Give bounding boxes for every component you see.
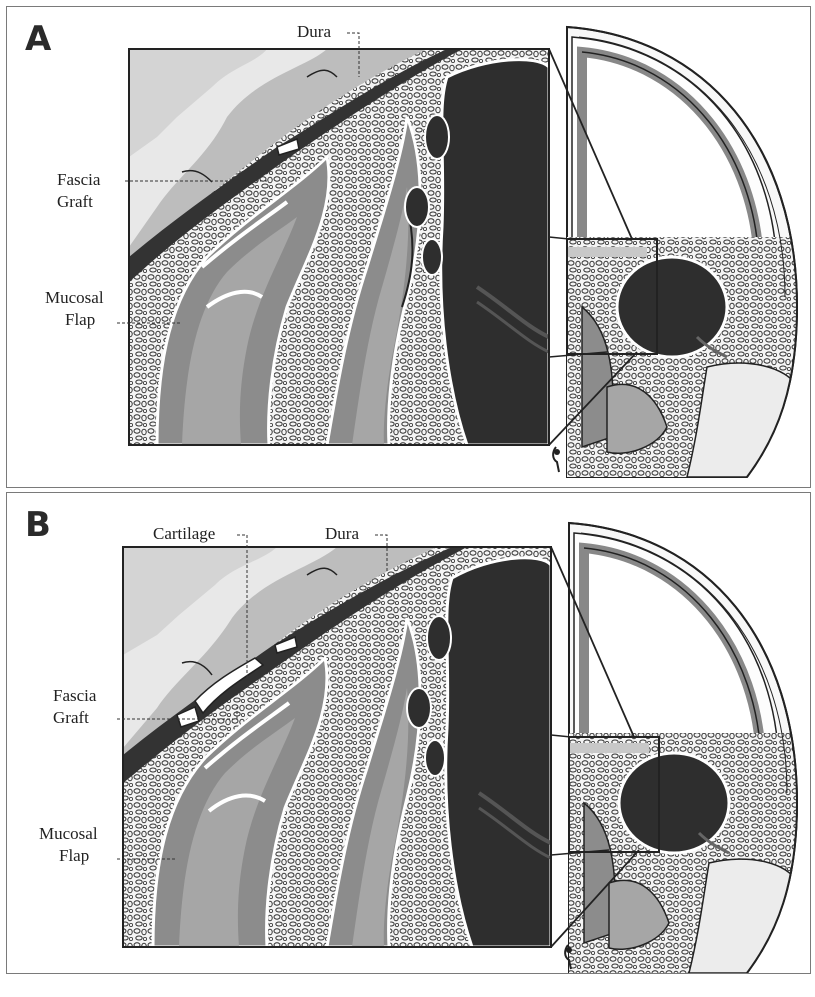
coronal-skull-view [565,523,799,973]
label-fascia-line1: Fascia [53,685,96,707]
label-fascia-line1: Fascia [57,169,100,191]
magnified-section [123,547,551,947]
coronal-skull-view [553,27,797,477]
label-dura: Dura [325,523,359,545]
label-fascia-graft: Fascia Graft [57,169,100,213]
panel-b: B [6,492,811,974]
panel-b-illustration [7,493,810,973]
label-fascia-line2: Graft [57,191,100,213]
label-mucosal-line2: Flap [45,309,104,331]
panel-a: A [6,6,811,488]
label-mucosal-line1: Mucosal [39,823,98,845]
label-fascia-line2: Graft [53,707,96,729]
label-mucosal-line1: Mucosal [45,287,104,309]
magnified-section [129,49,549,445]
label-mucosal-flap: Mucosal Flap [39,823,98,867]
label-cartilage: Cartilage [153,523,215,545]
label-fascia-graft: Fascia Graft [53,685,96,729]
label-mucosal-line2: Flap [39,845,98,867]
label-dura: Dura [297,21,331,43]
label-mucosal-flap: Mucosal Flap [45,287,104,331]
panel-a-illustration [7,7,810,487]
